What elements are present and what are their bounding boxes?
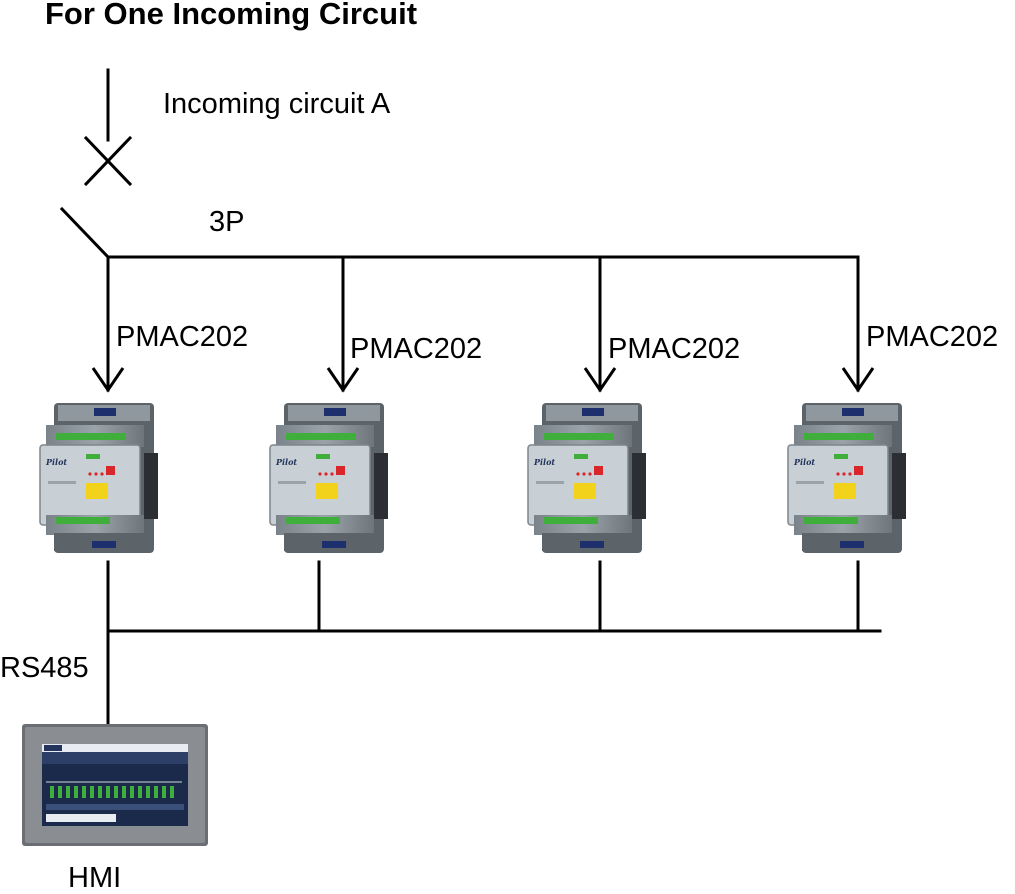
rs485-label: RS485 [0, 652, 89, 684]
hmi-label: HMI [68, 862, 122, 894]
arrow-head-3 [583, 367, 617, 393]
meter-label-4: PMAC202 [866, 321, 999, 353]
meter-label-1: PMAC202 [116, 321, 249, 353]
hmi-panel [22, 724, 208, 846]
meter-device-3 [527, 403, 647, 553]
meter-label-3: PMAC202 [608, 333, 741, 365]
switch-blade [59, 206, 111, 260]
meter-device-4 [787, 403, 907, 553]
pole-label: 3P [209, 206, 245, 238]
arrow-head-1 [91, 367, 125, 393]
meter-device-2 [269, 403, 389, 553]
meter-label-2: PMAC202 [350, 333, 483, 365]
diagram-title: For One Incoming Circuit [45, 0, 418, 31]
incoming-circuit-label: Incoming circuit A [163, 88, 391, 120]
breaker-x-symbol [83, 135, 133, 187]
arrow-head-4 [841, 367, 875, 393]
arrow-head-2 [326, 367, 360, 393]
meter-device-1 [39, 403, 159, 553]
